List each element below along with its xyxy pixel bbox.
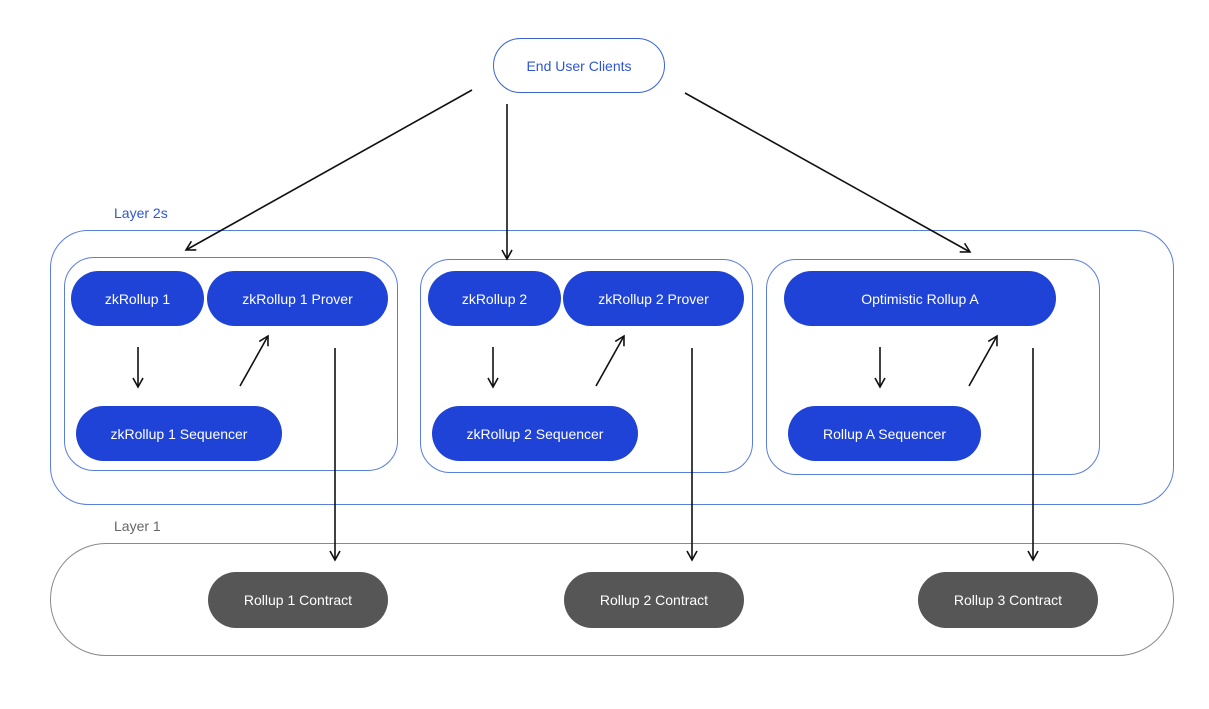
- zkrollup-1-sequencer-node[interactable]: zkRollup 1 Sequencer: [76, 406, 282, 461]
- rollup-3-contract-node[interactable]: Rollup 3 Contract: [918, 572, 1098, 628]
- layer2-region: [50, 230, 1174, 505]
- layer2-label: Layer 2s: [114, 205, 168, 221]
- layer1-label: Layer 1: [114, 518, 161, 534]
- rollup-1-contract-node[interactable]: Rollup 1 Contract: [208, 572, 388, 628]
- arrow-sequencer-to-zkrollup-2-prover: [595, 334, 625, 387]
- zkrollup-1-prover-node[interactable]: zkRollup 1 Prover: [207, 271, 388, 326]
- zkrollup-2-prover-node[interactable]: zkRollup 2 Prover: [563, 271, 744, 326]
- optimistic-rollup-a-node[interactable]: Optimistic Rollup A: [784, 271, 1056, 326]
- arrow-client-to-rollup-a: [684, 92, 972, 253]
- rollup-a-sequencer-node[interactable]: Rollup A Sequencer: [788, 406, 981, 461]
- zkrollup-2-node[interactable]: zkRollup 2: [428, 271, 561, 326]
- end-user-clients-node[interactable]: End User Clients: [493, 38, 665, 93]
- arrow-client-to-rollup-1: [184, 89, 473, 251]
- arrow-sequencer-to-zkrollup-1-prover: [239, 334, 269, 387]
- zkrollup-2-sequencer-node[interactable]: zkRollup 2 Sequencer: [432, 406, 638, 461]
- arrow-sequencer-to-optimistic: [968, 334, 998, 387]
- rollup-2-contract-node[interactable]: Rollup 2 Contract: [564, 572, 744, 628]
- zkrollup-1-node[interactable]: zkRollup 1: [71, 271, 204, 326]
- layer1-region: [50, 543, 1174, 656]
